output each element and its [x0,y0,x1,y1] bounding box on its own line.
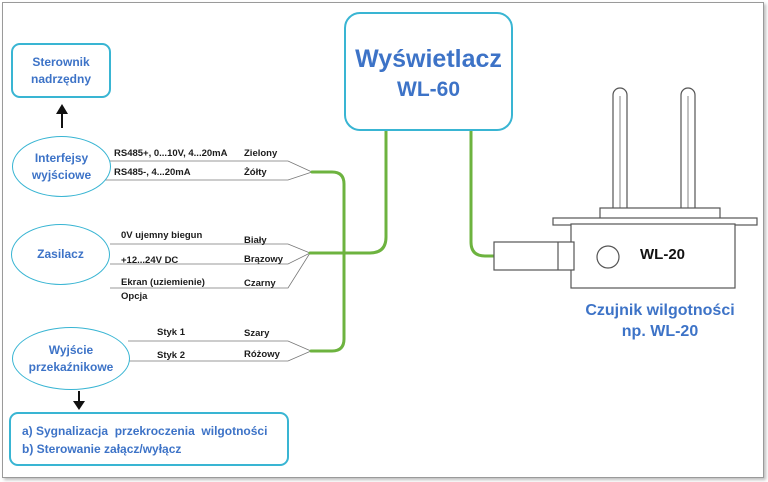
relay-functions-box: a) Sygnalizacja przekroczenia wilgotnośc… [9,412,289,466]
display-box: Wyświetlacz WL-60 [344,12,513,131]
display-title: Wyświetlacz [355,45,502,73]
wire-color-label: Różowy [244,349,280,360]
signal-label: Styk 2 [157,350,185,361]
signal-label: Ekran (uziemienie) [121,277,205,288]
arrow-up-icon [56,104,68,128]
controller-line1: Sterownik [32,55,90,69]
interfaces-line1: Interfejsy [34,150,89,165]
wire-color-label: Zielony [244,148,278,159]
signal-label: RS485-, 4...20mA [114,167,191,178]
sensor-caption: Czujnik wilgotności np. WL-20 [560,300,760,342]
option-label: Opcja [121,291,148,302]
function-signal: a) Sygnalizacja przekroczenia wilgotnośc… [22,424,268,438]
signal-label: 0V ujemny biegun [121,230,203,241]
wire-color-label: Biały [244,235,267,246]
signal-label: RS485+, 0...10V, 4...20mA [114,148,228,159]
signal-label: +12...24V DC [121,255,179,266]
wire-color-label: Czarny [244,278,276,289]
sensor-caption-line2: np. WL-20 [621,323,699,340]
output-interfaces-ellipse: Interfejsy wyjściowe [12,136,111,197]
function-switch: b) Sterowanie załącz/wyłącz [22,442,182,456]
sensor-model-label: WL-20 [640,246,685,263]
sensor-caption-line1: Czujnik wilgotności [585,302,735,319]
power-supply-ellipse: Zasilacz [11,224,110,285]
display-model: WL-60 [397,78,460,101]
master-controller-box: Sterownik nadrzędny [11,43,111,98]
power-name: Zasilacz [37,247,84,261]
wire-color-label: Szary [244,328,270,339]
relay-line2: przekaźnikowe [28,359,114,374]
relay-output-ellipse: Wyjście przekaźnikowe [12,327,130,390]
interfaces-line2: wyjściowe [31,167,92,182]
relay-line1: Wyjście [48,342,94,357]
arrow-down-icon [73,391,85,410]
wire-color-label: Żółty [244,167,267,178]
signal-label: Styk 1 [157,327,185,338]
controller-line2: nadrzędny [30,72,91,86]
wire-color-label: Brązowy [244,254,284,265]
sensor-drawing [493,87,758,289]
